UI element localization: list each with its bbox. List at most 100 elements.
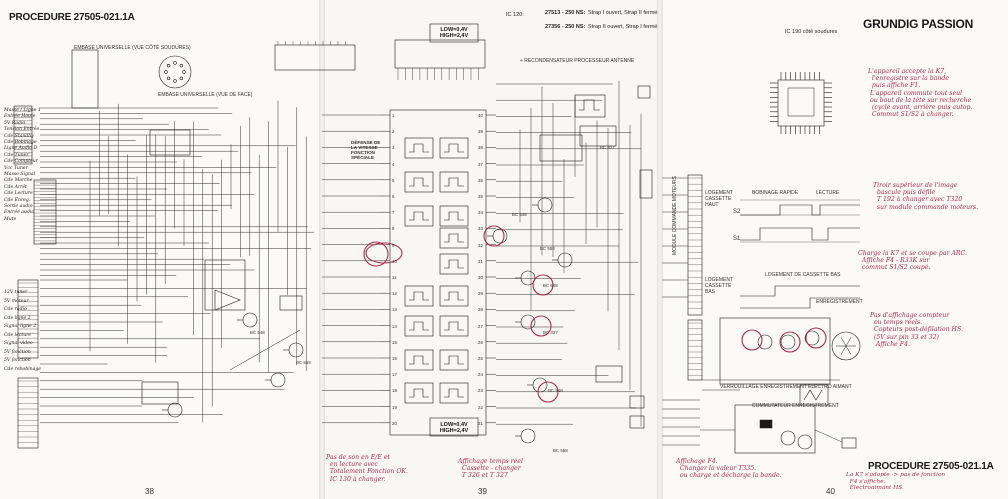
transistor-label: BC 558 bbox=[553, 448, 568, 453]
schematic-page-39 bbox=[322, 0, 660, 499]
connector-small bbox=[639, 169, 653, 199]
left-pin-label: Masse Signal bbox=[4, 172, 36, 177]
electroaimant-label: ELECTRO AIMANT bbox=[808, 384, 852, 390]
timing-logement bbox=[740, 285, 860, 297]
waveform-pulse bbox=[444, 321, 464, 331]
left-pin-label: Entrée Haute bbox=[4, 114, 36, 120]
waveform-pulse bbox=[409, 211, 429, 221]
left-pin-label: Cde Arrêt bbox=[4, 184, 27, 190]
waveform-pulse bbox=[409, 388, 429, 398]
annotation-circle bbox=[483, 225, 505, 247]
sensor-spoke bbox=[840, 337, 847, 347]
ic-block-top-39 bbox=[394, 39, 486, 69]
ic-pin-right: 23 bbox=[478, 388, 483, 394]
annotation-note-3: Charge la K7 et se coupe par ARC. Affich… bbox=[858, 250, 967, 272]
left-pin-label-lower: 5V fonction bbox=[4, 349, 31, 355]
ic-pin-left: 4 bbox=[392, 161, 395, 167]
page-number-38: 38 bbox=[145, 487, 154, 496]
transistor-label: BC 337 bbox=[543, 330, 558, 335]
legend-row2-code: 27356 - 250 NS: bbox=[545, 24, 586, 30]
main-ic-body bbox=[389, 109, 487, 436]
ic-pin-right: 33 bbox=[478, 226, 483, 232]
ic-pin-left: 6 bbox=[392, 194, 395, 199]
procedure-title-bottom: PROCEDURE 27505-021.1A bbox=[868, 461, 994, 472]
ic190-inner bbox=[787, 87, 815, 117]
annotation-note-1: L'appareil accepte la K7, l'enregistre s… bbox=[868, 68, 973, 119]
ic-pin-right: 27 bbox=[478, 323, 483, 329]
function-block bbox=[439, 285, 469, 307]
transistor-label: BC 558 bbox=[540, 246, 555, 251]
left-pin-label-lower: 5V moteur bbox=[4, 298, 29, 304]
component-block bbox=[141, 381, 179, 405]
annotation-note-bottom-right: Affichage F4. Changer la valeur T335. ou… bbox=[676, 458, 782, 480]
function-block bbox=[439, 227, 469, 249]
left-pin-label: Masse / Ligne 1 bbox=[4, 108, 41, 113]
left-pin-label: 5V Radio bbox=[4, 120, 26, 126]
transistor-symbol bbox=[780, 430, 796, 446]
embase-front-label: EMBASE UNIVERSELLE (VUE DE FACE) bbox=[158, 92, 253, 98]
logic-level-box-top: LOW=0,4V HIGH=2,4V bbox=[433, 27, 475, 39]
embase-label: EMBASE UNIVERSELLE (VUE CÔTÉ SOUDURES) bbox=[74, 45, 191, 51]
transistor-label: BC 548 bbox=[512, 212, 527, 217]
ic-block-top bbox=[274, 44, 356, 71]
defense-label: DÉFENSE DE LA VITESSE FONCTION SPÉCIALE bbox=[351, 140, 381, 160]
page-gutter-right bbox=[657, 0, 663, 499]
ic-pin-left: 13 bbox=[392, 307, 397, 313]
left-pin-label-lower: Cde ligne 2 bbox=[4, 315, 31, 321]
ic-pin-right: 38 bbox=[478, 145, 483, 151]
page-number-39: 39 bbox=[478, 487, 487, 496]
commutator-block bbox=[734, 404, 816, 454]
transistor-symbol bbox=[780, 334, 796, 350]
opamp-block bbox=[204, 259, 246, 311]
connector-lower-40 bbox=[687, 319, 703, 381]
ic120-label: IC 120: bbox=[506, 12, 524, 18]
ic-pin-left: 1 bbox=[392, 113, 395, 118]
ic-pin-right: 21 bbox=[478, 420, 483, 426]
waveform-box bbox=[574, 94, 606, 118]
logement-bas-label: LOGEMENT CASSETTE BAS bbox=[705, 277, 733, 295]
waveform-pulse bbox=[444, 143, 464, 153]
waveform-pulse bbox=[409, 355, 429, 365]
ic-pin-right: 26 bbox=[478, 339, 483, 345]
annotation-circle bbox=[741, 329, 763, 351]
din-pin bbox=[179, 63, 184, 68]
transistor-symbol bbox=[557, 252, 573, 268]
left-pin-label: Cde Tuner bbox=[4, 152, 29, 158]
low-level-text: LOW=0,4V bbox=[440, 27, 468, 33]
transistor-symbol bbox=[288, 342, 304, 358]
ic-pin-left: 2 bbox=[392, 129, 395, 135]
ic-pin-right: 28 bbox=[478, 307, 483, 313]
function-block bbox=[439, 171, 469, 193]
left-pin-label: Tension Entrée bbox=[4, 127, 40, 133]
annotation-note-bottom-mid: Affichage temps réel Cassette - changer … bbox=[458, 458, 523, 480]
left-pin-label-lower: Cde lecture bbox=[4, 332, 32, 338]
function-block bbox=[439, 382, 469, 404]
left-pin-label-lower: Signal ligne 2 bbox=[4, 324, 37, 329]
ic-pin-left: 17 bbox=[392, 372, 397, 378]
procedure-title-top: PROCEDURE 27505-021.1A bbox=[9, 12, 135, 23]
left-pin-label: Ligne Audio D bbox=[4, 146, 38, 152]
component-block bbox=[595, 365, 623, 383]
schematic-page-38 bbox=[0, 0, 322, 499]
legend-row1-code: 27513 - 250 NS: bbox=[545, 10, 586, 16]
transistor-symbol bbox=[804, 330, 820, 346]
ic-pin-left: 12 bbox=[392, 291, 397, 297]
left-pin-label-lower: 5V fonction bbox=[4, 358, 31, 363]
ic-block-mid2 bbox=[579, 125, 617, 147]
schematic-page-40 bbox=[660, 0, 1008, 499]
switch-contact bbox=[759, 419, 773, 429]
ic-pin-right: 30 bbox=[478, 275, 483, 280]
left-pin-label: Cde Compteur bbox=[4, 159, 38, 165]
ic-block-mid bbox=[539, 134, 583, 162]
function-block bbox=[439, 349, 469, 371]
ic-pin-right: 37 bbox=[478, 161, 483, 167]
waveform-pulse bbox=[579, 99, 600, 111]
bus-line bbox=[814, 429, 843, 443]
function-block bbox=[439, 205, 469, 227]
transistor-symbol bbox=[797, 434, 813, 450]
din-pin bbox=[179, 76, 184, 81]
low-level-text: LOW=0,4V bbox=[440, 422, 468, 428]
annotation-circle bbox=[537, 381, 559, 403]
function-block bbox=[404, 349, 434, 371]
opamp-symbol bbox=[214, 289, 241, 311]
